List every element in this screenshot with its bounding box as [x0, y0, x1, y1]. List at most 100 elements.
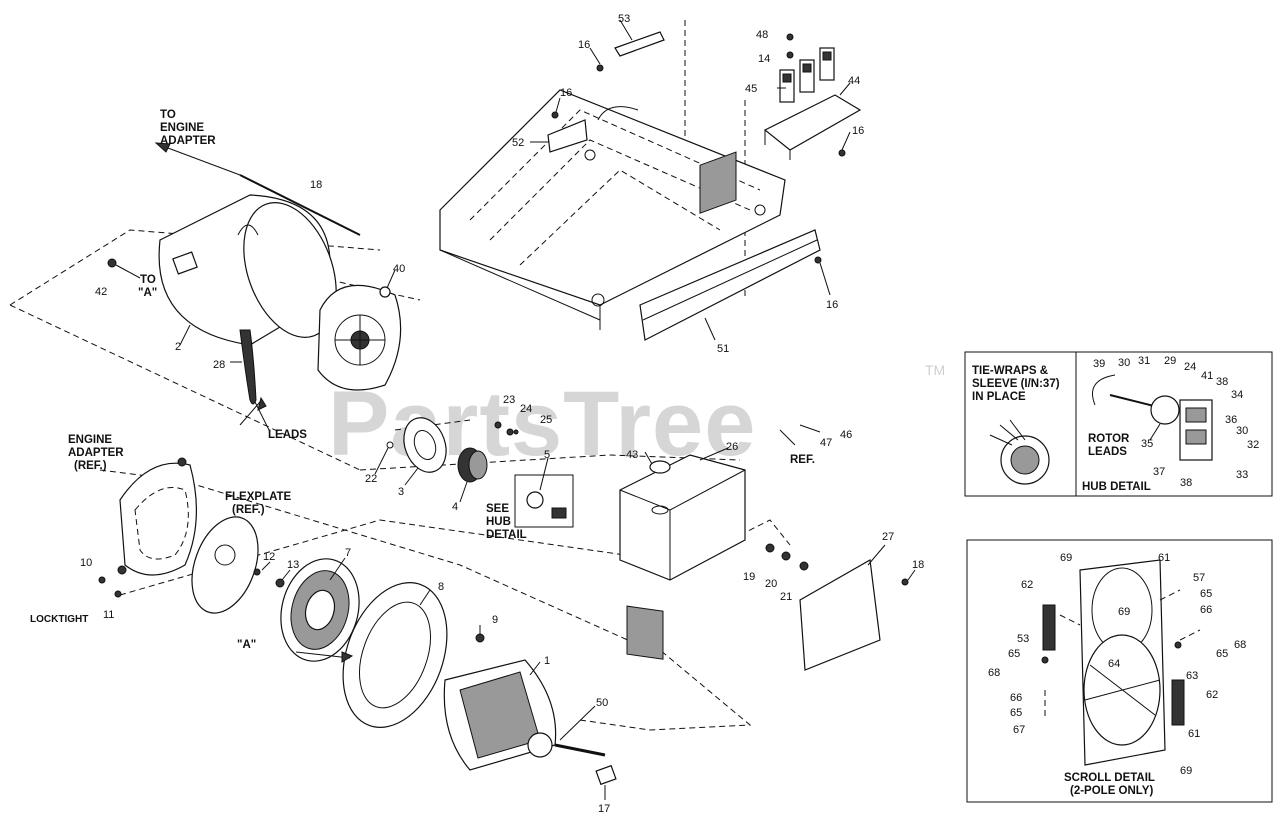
- callout-s62b: 62: [1206, 689, 1218, 701]
- callout-s61a: 61: [1158, 552, 1170, 564]
- caption-engine-adapter-1: ENGINE: [68, 434, 112, 446]
- scroll-detail-box: [966, 539, 1273, 803]
- callout-s66b: 66: [1010, 692, 1022, 704]
- callout-s65a: 65: [1200, 588, 1212, 600]
- callout-h36: 36: [1225, 414, 1237, 426]
- callout-c14: 14: [758, 53, 770, 65]
- caption-leads: LEADS: [268, 429, 307, 441]
- caption-see-hub-1: SEE: [486, 503, 509, 515]
- callout-c46: 46: [840, 429, 852, 441]
- callout-h38a: 38: [1216, 376, 1228, 388]
- callout-c20: 20: [765, 578, 777, 590]
- callout-c19: 19: [743, 571, 755, 583]
- callout-c16a: 16: [578, 39, 590, 51]
- caption-see-hub-3: DETAIL: [486, 529, 527, 541]
- callout-c44: 44: [848, 75, 860, 87]
- callout-h29: 29: [1164, 355, 1176, 367]
- hub-detail-box: [964, 351, 1273, 497]
- caption-hub-detail: HUB DETAIL: [1082, 481, 1151, 493]
- callout-c50: 50: [596, 697, 608, 709]
- caption-tie-wraps-1: TIE-WRAPS &: [972, 365, 1048, 377]
- rotor-1: [443, 659, 606, 771]
- panel-27: [799, 559, 881, 671]
- callout-numbers: 53 16 16 52 48 14 45 44 16 18 42 2 40 1 65 12 8 23 24 25 22 3…: [80, 13, 1259, 815]
- callout-s65d: 65: [1010, 707, 1022, 719]
- caption-tie-wraps-3: IN PLACE: [972, 391, 1026, 403]
- callout-h24: 24: [1184, 361, 1196, 373]
- hardware-fasteners: [98, 33, 909, 643]
- caption-ref: REF.: [790, 454, 815, 466]
- callout-s63: 63: [1186, 670, 1198, 682]
- circuit-breakers-45: [779, 47, 835, 103]
- callout-c13: 13: [287, 559, 299, 571]
- callout-h41: 41: [1201, 370, 1213, 382]
- callout-c16b: 16: [560, 87, 572, 99]
- hub-assembly: [1092, 374, 1213, 461]
- enclosure-26: [619, 151, 746, 660]
- callout-s61b: 61: [1188, 728, 1200, 740]
- callout-s69c: 69: [1180, 765, 1192, 777]
- callout-c22: 22: [365, 473, 377, 485]
- callout-c52: 52: [512, 137, 524, 149]
- callout-h39: 39: [1093, 358, 1105, 370]
- caption-to-engine-adapter-3: ADAPTER: [160, 135, 216, 147]
- callout-c27: 27: [882, 531, 894, 543]
- callout-s69b: 69: [1118, 606, 1130, 618]
- hub-detail-item-5: [514, 474, 574, 528]
- callout-c51: 51: [717, 343, 729, 355]
- callout-s53: 53: [1017, 633, 1029, 645]
- callout-c43: 43: [626, 449, 638, 461]
- tie-wrap-hub: [989, 419, 1050, 485]
- callout-s62a: 62: [1021, 579, 1033, 591]
- callout-c16d: 16: [826, 299, 838, 311]
- callout-h38b: 38: [1180, 477, 1192, 489]
- callout-c48: 48: [756, 29, 768, 41]
- callout-c2: 2: [175, 341, 181, 353]
- callout-c9: 9: [492, 614, 498, 626]
- callout-h31: 31: [1138, 355, 1150, 367]
- fan-ring-8: [342, 582, 448, 728]
- callout-c26: 26: [726, 441, 738, 453]
- callout-h34: 34: [1231, 389, 1243, 401]
- callout-s68a: 68: [1234, 639, 1246, 651]
- callout-s65b: 65: [1008, 648, 1020, 660]
- through-bolt-18: [239, 174, 361, 236]
- brush-holder-3: [403, 417, 447, 473]
- engine-adapter-ref: [117, 457, 198, 576]
- callout-c12: 12: [263, 551, 275, 563]
- callout-c18b: 18: [912, 559, 924, 571]
- flexplate-ref: [191, 516, 259, 614]
- bracket-52: [547, 119, 588, 153]
- callout-s65c: 65: [1216, 648, 1228, 660]
- caption-to-a-1: TO: [140, 274, 156, 286]
- fan-7: [280, 558, 360, 662]
- callout-h33: 33: [1236, 469, 1248, 481]
- leader-lines: [115, 19, 916, 800]
- caption-scroll-detail-2: (2-POLE ONLY): [1070, 785, 1153, 797]
- bearing-17: [595, 764, 617, 786]
- callout-c1: 1: [544, 655, 550, 667]
- callout-c3: 3: [398, 486, 404, 498]
- slip-ring-4: [457, 447, 488, 483]
- callout-s69a: 69: [1060, 552, 1072, 564]
- caption-flexplate-2: (REF.): [232, 504, 265, 516]
- callout-c23: 23: [503, 394, 515, 406]
- callout-c45: 45: [745, 83, 757, 95]
- bracket-53: [614, 31, 665, 57]
- caption-to-a-2: "A": [138, 287, 157, 299]
- callout-c7: 7: [345, 547, 351, 559]
- callout-c10: 10: [80, 557, 92, 569]
- stator-2: [158, 194, 337, 405]
- caption-see-hub-2: HUB: [486, 516, 511, 528]
- callout-c4: 4: [452, 501, 458, 513]
- callout-c25: 25: [540, 414, 552, 426]
- callout-h35: 35: [1141, 438, 1153, 450]
- callout-h37: 37: [1153, 466, 1165, 478]
- callout-c40: 40: [393, 263, 405, 275]
- caption-rotor-leads-1: ROTOR: [1088, 433, 1130, 445]
- callout-s57: 57: [1193, 572, 1205, 584]
- callout-c8: 8: [438, 581, 444, 593]
- callout-c42: 42: [95, 286, 107, 298]
